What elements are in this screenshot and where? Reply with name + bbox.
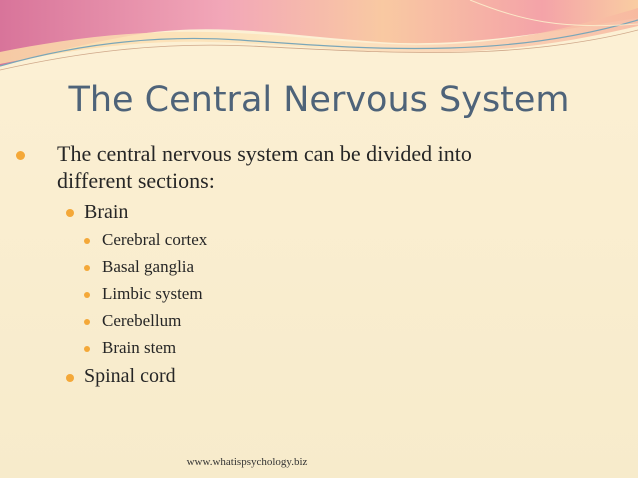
bullet-dot (16, 151, 25, 160)
list-item-limbic-system: Limbic system (102, 284, 203, 303)
intro-line-2: different sections: (57, 168, 215, 193)
slide-title: The Central Nervous System (68, 80, 570, 120)
intro-line-1: The central nervous system can be divide… (57, 141, 472, 166)
bullet-dot (66, 209, 74, 217)
footer-url: www.whatispsychology.biz (186, 456, 308, 468)
bullet-dot (84, 346, 90, 352)
list-item-basal-ganglia: Basal ganglia (102, 257, 195, 276)
list-item-brain-stem: Brain stem (102, 338, 177, 357)
bullet-dot (84, 238, 90, 244)
bullet-dot (66, 374, 74, 382)
bullet-dot (84, 265, 90, 271)
list-item-cerebral-cortex: Cerebral cortex (102, 230, 208, 249)
list-item-cerebellum: Cerebellum (102, 311, 182, 330)
list-item-spinal-cord: Spinal cord (84, 365, 176, 387)
list-item-brain: Brain (84, 201, 129, 223)
bullet-dot (84, 319, 90, 325)
bullet-dot (84, 292, 90, 298)
decorative-banner (0, 0, 638, 80)
